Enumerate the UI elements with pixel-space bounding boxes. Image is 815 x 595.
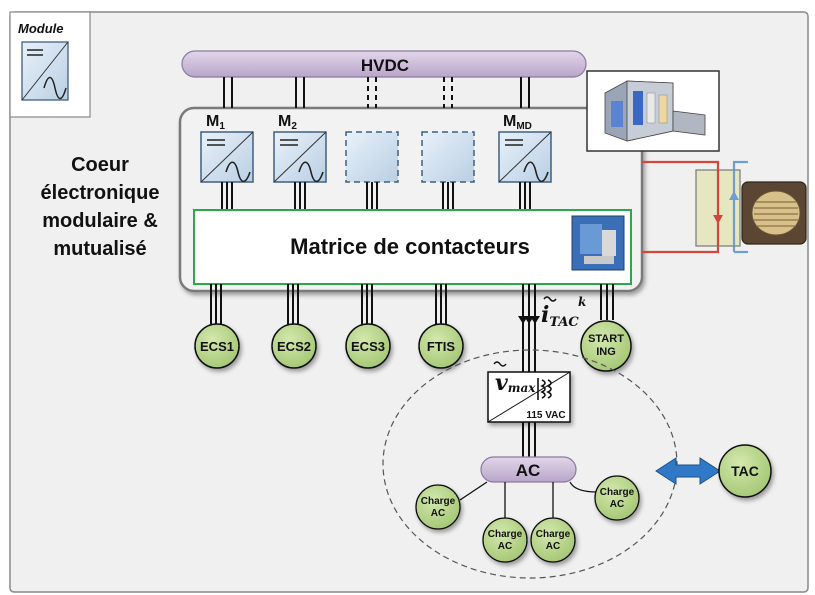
charge-4-line-1: Charge xyxy=(600,487,635,498)
current-arrows xyxy=(518,316,540,324)
voltage-symbol: vmax xyxy=(495,370,536,396)
charge-1-line-2: AC xyxy=(431,508,445,519)
current-symbol: iTAC xyxy=(541,302,579,330)
load-ecs1: ECS1 xyxy=(194,323,240,369)
hvdc-label: HVDC xyxy=(361,56,409,75)
ac-network-zone xyxy=(382,349,678,579)
ac-bus xyxy=(480,456,577,483)
transformer-coil-icon xyxy=(537,378,552,400)
load-ecs2: ECS2 xyxy=(271,323,317,369)
module-md-label: MMD xyxy=(503,113,532,132)
charge-ac-1: Charge AC xyxy=(415,484,461,530)
current-tilde xyxy=(543,296,557,302)
ac-bus-label: AC xyxy=(516,461,541,480)
core-label-line-2: électronique xyxy=(41,182,160,204)
module-2 xyxy=(273,131,327,183)
core-label-line-1: Coeur xyxy=(71,154,129,176)
module-matrix-connectors xyxy=(221,182,531,210)
charge-4-line-2: AC xyxy=(610,499,624,510)
load-starting: START ING xyxy=(580,320,632,372)
hvdc-bus xyxy=(181,50,587,78)
contactor-photo xyxy=(571,215,625,271)
load-ecs2-label: ECS2 xyxy=(277,339,311,354)
core-label-line-4: mutualisé xyxy=(53,238,146,260)
load-ftis-label: FTIS xyxy=(427,339,455,354)
hot-flow-arrow xyxy=(713,215,723,224)
charge-3-line-1: Charge xyxy=(536,529,571,540)
legend-module-icon xyxy=(21,41,69,101)
voltage-tilde xyxy=(493,361,507,367)
starting-label-line-1: START xyxy=(588,333,624,345)
charge-ac-3: Charge AC xyxy=(530,517,576,563)
tac-node: TAC xyxy=(718,444,772,498)
charge-2-line-2: AC xyxy=(498,541,512,552)
heat-sink-image xyxy=(741,181,807,245)
module-md xyxy=(498,131,552,183)
module-4-placeholder xyxy=(421,131,475,183)
contactor-matrix xyxy=(193,209,632,285)
charge-lines xyxy=(459,481,598,518)
load-ftis: FTIS xyxy=(418,323,464,369)
starting-label-line-2: ING xyxy=(596,346,616,358)
module-1 xyxy=(200,131,254,183)
module-1-label: M1 xyxy=(206,113,225,132)
charge-3-line-2: AC xyxy=(546,541,560,552)
transformer-ac-connectors xyxy=(522,422,536,457)
module-3-placeholder xyxy=(345,131,399,183)
transformer-label: 115 VAC xyxy=(526,410,565,421)
charge-ac-2: Charge AC xyxy=(482,517,528,563)
hvdc-connectors xyxy=(223,77,530,108)
matrix-label: Matrice de contacteurs xyxy=(290,234,530,259)
charge-2-line-1: Charge xyxy=(488,529,523,540)
load-ecs1-label: ECS1 xyxy=(200,339,234,354)
cold-flow-arrow xyxy=(729,191,739,200)
load-ecs3: ECS3 xyxy=(345,323,391,369)
legend-title: Module xyxy=(18,21,64,36)
transformer: 115 VAC xyxy=(487,371,571,423)
cabinet-image xyxy=(586,70,720,152)
current-symbol-superscript: k xyxy=(578,295,586,309)
load-ecs3-label: ECS3 xyxy=(351,339,385,354)
charge-ac-4: Charge AC xyxy=(594,475,640,521)
module-2-label: M2 xyxy=(278,113,297,132)
core-label-line-3: modulaire & xyxy=(42,210,158,232)
tac-label: TAC xyxy=(731,463,759,479)
charge-1-line-1: Charge xyxy=(421,496,456,507)
